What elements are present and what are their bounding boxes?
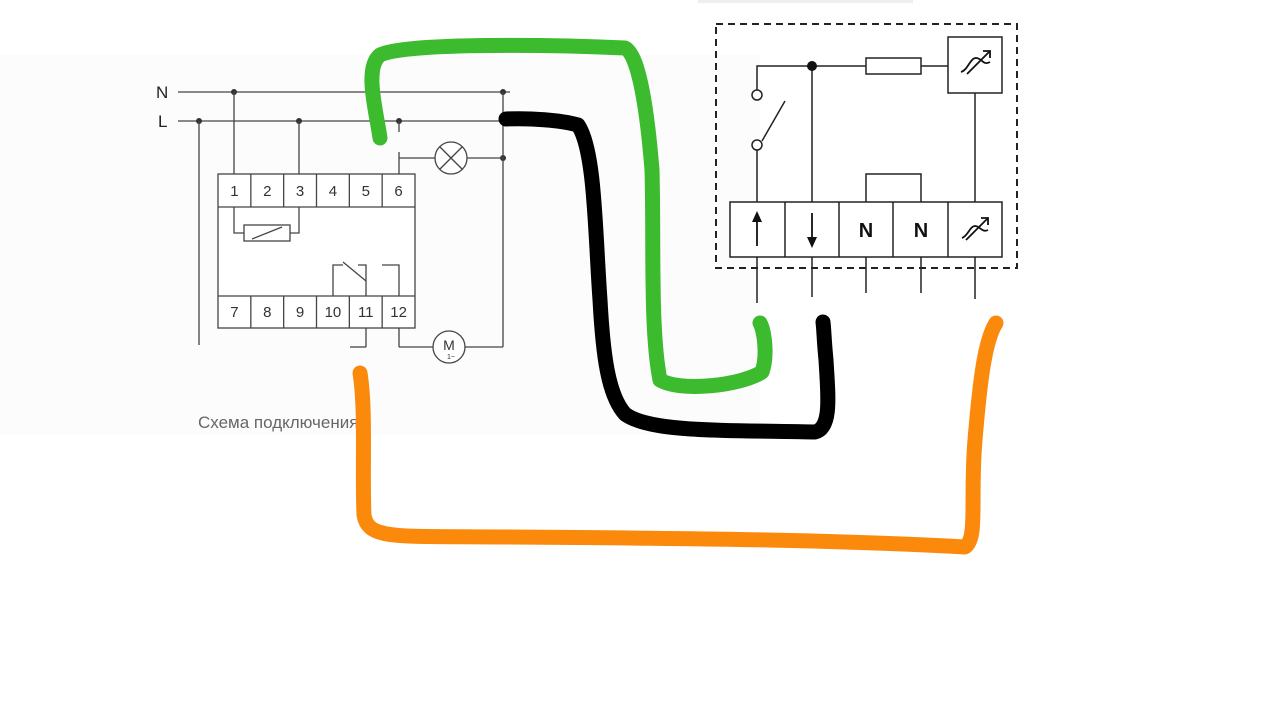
lamp-icon (434, 141, 468, 175)
terminal-labels-bottom: 7 8 9 10 11 12 (230, 304, 407, 321)
device-enclosure (715, 23, 1018, 269)
terminal-n1-label: N (859, 220, 873, 242)
line-bus-label: L (158, 112, 167, 131)
relay-terminal-10: 10 (325, 304, 342, 321)
relay-terminal-11: 11 (358, 304, 374, 321)
relay-terminal-1: 1 (230, 183, 238, 200)
relay-terminal-8: 8 (263, 304, 271, 321)
thermistor-icon (960, 50, 991, 75)
top-fragment (698, 0, 913, 3)
device-internals (751, 36, 1003, 202)
down-arrow-icon (807, 213, 817, 248)
device-terminal-block (729, 201, 1003, 258)
relay-terminal-6: 6 (394, 183, 402, 200)
up-arrow-icon (752, 211, 762, 246)
terminal-thermistor-icon (961, 217, 989, 241)
terminal-n2-label: N (914, 220, 928, 242)
device-terminal-leads (756, 257, 976, 303)
motor-icon: M 1~ (432, 330, 466, 364)
scheme-caption: Схема подключения (198, 413, 358, 432)
terminal-dividers (250, 174, 383, 328)
relay-terminal-5: 5 (362, 183, 370, 200)
relay-terminal-12: 12 (390, 304, 407, 321)
relay-terminal-2: 2 (263, 183, 271, 200)
green-wire (364, 37, 773, 394)
schematic-wires (198, 92, 504, 348)
motor-sublabel: 1~ (447, 354, 455, 361)
relay-terminal-7: 7 (230, 304, 238, 321)
relay-terminal-4: 4 (329, 183, 337, 200)
relay-terminal-3: 3 (296, 183, 304, 200)
motor-label: M (443, 337, 455, 353)
terminal-labels-top: 1 2 3 4 5 6 (230, 183, 403, 200)
orange-wire (352, 315, 1004, 555)
relay-terminal-9: 9 (296, 304, 304, 321)
device-junction-dot (807, 61, 817, 71)
black-wire (498, 111, 836, 440)
neutral-bus-label: N (156, 83, 168, 102)
